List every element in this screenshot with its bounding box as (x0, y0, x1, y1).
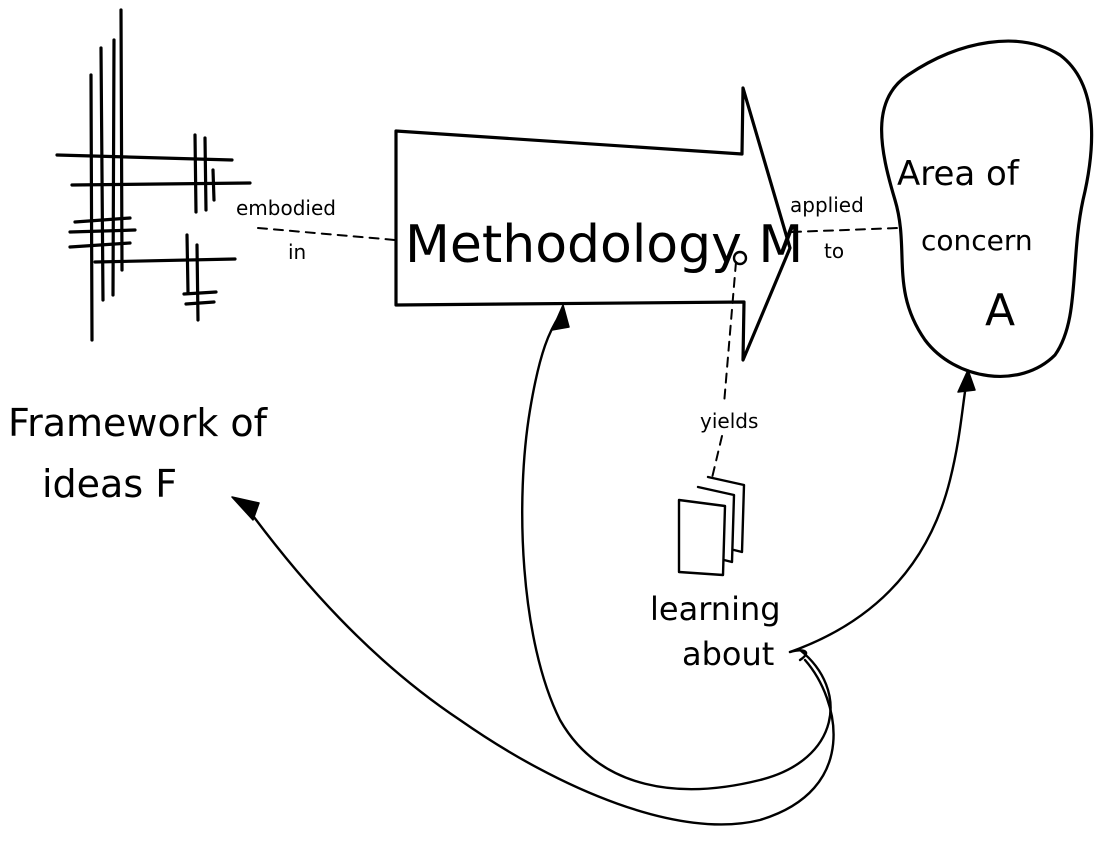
feedback-arrow-to-methodology (521, 313, 832, 791)
methodology-label: Methodology M (405, 215, 803, 275)
feedback-arrow-to-framework (243, 503, 835, 826)
area-label-line2: concern (921, 224, 1033, 257)
yields-label: yields (700, 409, 758, 433)
applied-label: applied (790, 193, 864, 217)
document-stack-icon (677, 475, 746, 577)
area-label-line3: A (985, 285, 1015, 336)
area-label-line1: Area of (897, 154, 1020, 194)
embodied-label: embodied (236, 196, 336, 220)
in-label: in (288, 240, 306, 264)
feedback-arrow-to-area (788, 383, 968, 654)
methodology-arrow (394, 86, 792, 362)
framework-label-line1: Framework of (8, 401, 269, 445)
area-of-concern-blob (880, 39, 1094, 378)
to-label: to (824, 239, 844, 263)
learning-label-line1: learning (650, 590, 781, 628)
framework-grid-icon (55, 8, 252, 342)
framework-label-line2: ideas F (42, 462, 177, 506)
methodology-subscript-o (732, 250, 748, 266)
learning-label-line2: about (682, 635, 774, 673)
